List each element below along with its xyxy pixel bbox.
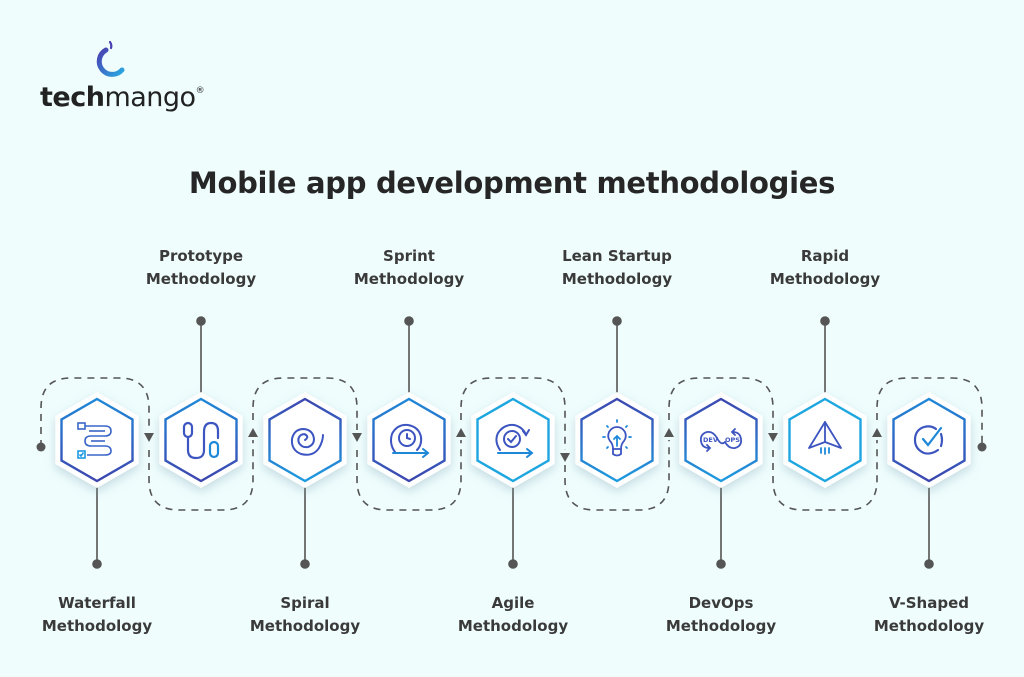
label-line2: Methodology — [457, 617, 569, 635]
agile-cycle-check-icon — [495, 423, 534, 458]
label-v-shaped: V-Shaped Methodology — [849, 592, 1009, 638]
label-line2: Methodology — [769, 270, 881, 288]
svg-text:DEV: DEV — [703, 436, 718, 444]
label-rapid: Rapid Methodology — [745, 245, 905, 291]
spiral-icon — [290, 427, 324, 456]
hex-devops: DEV OPS — [679, 392, 763, 488]
prototype-path-icon — [182, 421, 220, 460]
label-line1: Prototype — [158, 247, 244, 265]
label-line1: V-Shaped — [889, 594, 969, 612]
dashed-flow-path — [40, 377, 983, 511]
arrow-up-icon — [456, 428, 466, 437]
label-line1: Lean Startup — [562, 247, 672, 265]
hex-sprint — [367, 392, 451, 488]
label-sprint: Sprint Methodology — [329, 245, 489, 291]
end-dot — [977, 442, 987, 452]
label-line2: Methodology — [41, 617, 153, 635]
sprint-clock-arrow-icon — [390, 423, 430, 458]
label-line1: Waterfall — [58, 594, 136, 612]
hex-v-shaped — [887, 392, 971, 488]
arrow-down-icon — [768, 433, 778, 442]
label-spiral: Spiral Methodology — [225, 592, 385, 638]
devops-infinity-icon: DEV OPS — [699, 428, 743, 452]
logo-wordmark: techmango® — [40, 82, 205, 113]
check-circle-icon — [913, 425, 944, 455]
page-title: Mobile app development methodologies — [188, 166, 836, 200]
hex-prototype — [159, 392, 243, 488]
hex-rapid — [783, 392, 867, 488]
label-line1: Spiral — [280, 594, 330, 612]
logo-text-light: mango — [104, 82, 196, 113]
arrow-up-icon — [872, 428, 882, 437]
lightbulb-icon — [602, 419, 632, 457]
label-waterfall: Waterfall Methodology — [17, 592, 177, 638]
hex-lean-startup — [575, 392, 659, 488]
label-line1: DevOps — [688, 594, 754, 612]
label-line1: Agile — [491, 594, 535, 612]
label-line2: Methodology — [561, 270, 673, 288]
waterfall-flowchart-icon — [77, 422, 112, 459]
label-line1: Rapid — [800, 247, 850, 265]
label-line2: Methodology — [665, 617, 777, 635]
hex-agile — [471, 392, 555, 488]
label-line2: Methodology — [249, 617, 361, 635]
hex-waterfall — [55, 392, 139, 488]
label-lean-startup: Lean Startup Methodology — [537, 245, 697, 291]
svg-text:OPS: OPS — [725, 436, 740, 444]
flow-arrows — [144, 428, 882, 462]
techmango-logo: techmango® — [40, 40, 205, 115]
arrow-up-icon — [664, 428, 674, 437]
label-line2: Methodology — [873, 617, 985, 635]
label-connectors — [92, 316, 934, 569]
mango-logo-icon — [96, 40, 125, 77]
hex-spiral — [263, 392, 347, 488]
paper-plane-icon — [808, 421, 842, 455]
registered-mark: ® — [195, 86, 205, 96]
label-line1: Sprint — [383, 247, 435, 265]
label-line2: Methodology — [145, 270, 257, 288]
label-line2: Methodology — [353, 270, 465, 288]
arrow-down-icon — [144, 433, 154, 442]
arrow-down-icon — [352, 433, 362, 442]
label-agile: Agile Methodology — [433, 592, 593, 638]
logo-text-bold: tech — [40, 82, 105, 113]
label-devops: DevOps Methodology — [641, 592, 801, 638]
arrow-down-icon — [560, 453, 570, 462]
arrow-up-icon — [248, 428, 258, 437]
label-prototype: Prototype Methodology — [121, 245, 281, 291]
